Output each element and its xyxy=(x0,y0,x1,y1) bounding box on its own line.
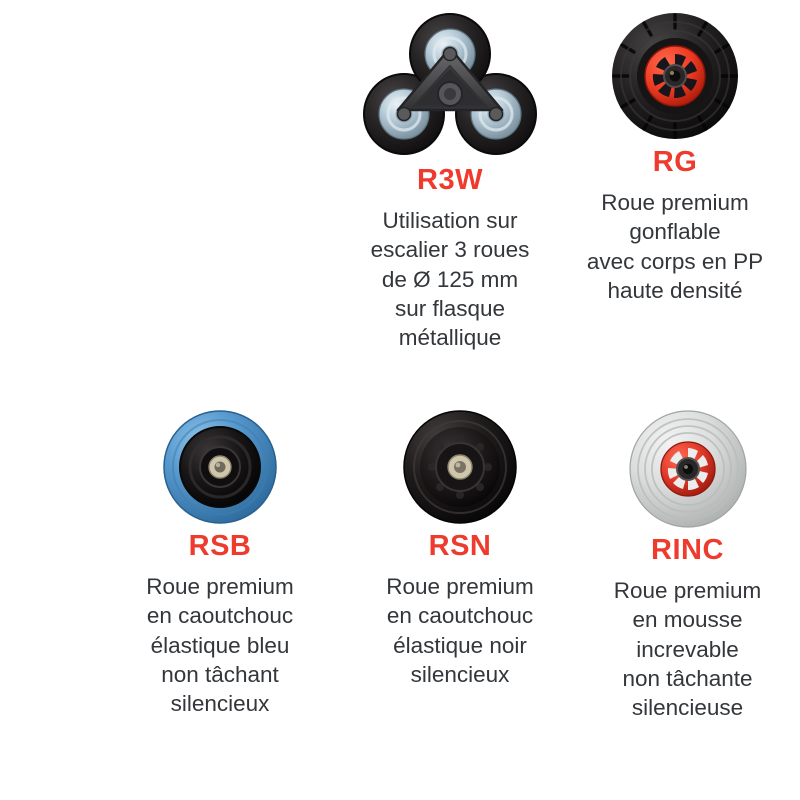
product-description: Roue premium gonflable avec corps en PP … xyxy=(586,190,764,303)
product-card-rg[interactable]: RG Roue premium gonflable avec corps en … xyxy=(560,10,790,305)
product-description: Roue premium en mousse increvable non tâ… xyxy=(613,578,762,720)
product-code: RINC xyxy=(651,534,724,566)
three-wheel-stair-cluster-icon xyxy=(360,10,540,160)
product-card-rsn[interactable]: RSN Roue premium en caoutchouc élastique… xyxy=(350,408,570,689)
product-description: Roue premium en caoutchouc élastique ble… xyxy=(146,574,294,716)
product-card-rsb[interactable]: RSB Roue premium en caoutchouc élastique… xyxy=(110,408,330,718)
foam-wheel-icon xyxy=(627,408,749,530)
blue-rubber-wheel-icon xyxy=(161,408,279,526)
product-code: RSB xyxy=(188,530,252,562)
product-code: RSN xyxy=(428,530,492,562)
product-description: Roue premium en caoutchouc élastique noi… xyxy=(386,574,534,687)
product-card-rinc[interactable]: RINC Roue premium en mousse increvable n… xyxy=(580,408,795,722)
black-rubber-wheel-icon xyxy=(401,408,519,526)
product-card-r3w[interactable]: R3W Utilisation sur escalier 3 roues de … xyxy=(340,10,560,352)
pneumatic-wheel-icon xyxy=(609,10,741,142)
product-code: RG xyxy=(652,146,698,178)
product-code: R3W xyxy=(417,164,483,196)
product-description: Utilisation sur escalier 3 roues de Ø 12… xyxy=(370,208,530,350)
